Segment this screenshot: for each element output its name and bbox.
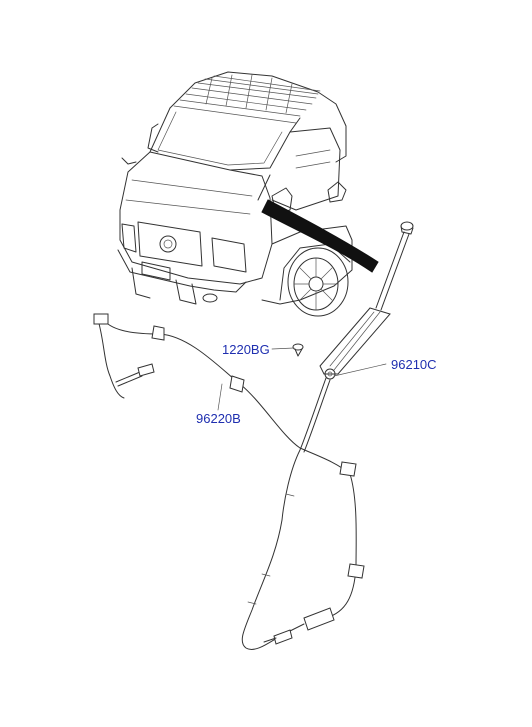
vehicle-illustration (117, 71, 353, 317)
antenna-location-band (261, 199, 379, 273)
callout-1220bg: 1220BG (222, 342, 270, 357)
antenna-cable (93, 313, 365, 650)
leader-lines (217, 347, 387, 411)
antenna-mast (319, 221, 414, 380)
bolt-part (292, 343, 304, 357)
callout-96210c: 96210C (391, 357, 437, 372)
callout-96220b: 96220B (196, 411, 241, 426)
